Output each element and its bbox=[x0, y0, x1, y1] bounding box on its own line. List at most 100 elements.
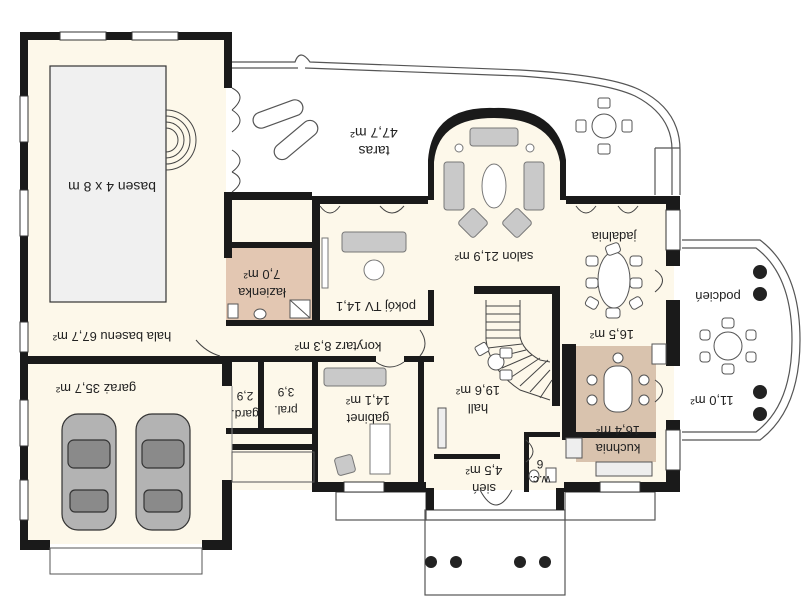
wall bbox=[404, 356, 434, 362]
kitchen-table bbox=[565, 343, 667, 477]
kuchnia-area: 16,4 m² bbox=[595, 423, 640, 438]
hall-area: 19,6 m² bbox=[455, 383, 500, 398]
kuchnia-name: kuchnia bbox=[595, 441, 641, 456]
column-icon bbox=[514, 556, 526, 568]
terrace-table bbox=[575, 97, 633, 155]
wall bbox=[232, 192, 312, 200]
column-icon bbox=[539, 556, 551, 568]
wall bbox=[562, 344, 576, 440]
label-garaz: garaż 35,7 m² bbox=[55, 381, 136, 396]
wall bbox=[226, 320, 318, 326]
armchair bbox=[502, 208, 532, 238]
room-labels: basen 4 x 8 m hala basenu 67,7 m² taras … bbox=[52, 125, 741, 496]
wall bbox=[312, 362, 318, 490]
round-table-icon bbox=[713, 331, 743, 361]
tv-room-furniture bbox=[321, 231, 407, 289]
wall bbox=[312, 196, 428, 204]
lazienka-name: łazienka bbox=[237, 285, 285, 300]
pral-name: pral. bbox=[274, 403, 297, 417]
label-gard: gard. 2,9 bbox=[231, 389, 258, 421]
pool-water bbox=[49, 65, 167, 303]
lounger-icon bbox=[273, 119, 319, 161]
wall bbox=[556, 488, 564, 510]
label-sien: sień 4,5 m² bbox=[465, 463, 503, 496]
label-podcien-area: 11,0 m² bbox=[690, 393, 734, 408]
wall bbox=[222, 364, 232, 386]
column-icon bbox=[753, 265, 767, 279]
car-icon bbox=[61, 413, 117, 531]
column-icon bbox=[450, 556, 462, 568]
wall bbox=[222, 480, 232, 550]
wall bbox=[258, 362, 264, 432]
walls bbox=[20, 32, 680, 550]
toilet-icon bbox=[253, 308, 267, 320]
gard-name: gard. bbox=[231, 407, 258, 421]
toilet-icon bbox=[528, 469, 540, 483]
terrace bbox=[232, 54, 681, 195]
podcien-columns bbox=[753, 265, 767, 421]
wall bbox=[20, 356, 232, 364]
loungers bbox=[252, 99, 319, 161]
sien-area: 4,5 m² bbox=[465, 463, 503, 478]
label-pral: pral. 3,9 bbox=[274, 385, 297, 417]
porch-columns bbox=[425, 556, 551, 568]
round-table-icon bbox=[591, 113, 617, 139]
round-table-icon bbox=[597, 251, 631, 309]
wall bbox=[428, 290, 434, 326]
bathroom-fixtures bbox=[227, 299, 557, 483]
doors bbox=[195, 87, 663, 506]
wall bbox=[232, 444, 312, 450]
sofa-icon bbox=[469, 127, 519, 147]
wall bbox=[524, 432, 560, 437]
column-icon bbox=[753, 287, 767, 301]
lounger-icon bbox=[252, 99, 304, 129]
wall bbox=[202, 540, 232, 550]
pral-area: 3,9 bbox=[277, 385, 294, 399]
wall bbox=[426, 488, 434, 510]
label-kuchnia: kuchnia 16,4 m² bbox=[595, 423, 641, 456]
label-jadalnia-area: 16,5 m² bbox=[589, 327, 634, 342]
wall bbox=[562, 432, 656, 438]
gabinet-name: gabinet bbox=[346, 411, 389, 426]
sofa-icon bbox=[523, 161, 545, 211]
sofa-icon bbox=[341, 231, 407, 253]
label-korytarz: korytarz 8,3 m² bbox=[294, 339, 381, 354]
label-pokoj-tv: pokój TV 14,1 bbox=[336, 299, 416, 314]
windows bbox=[19, 31, 681, 521]
wall bbox=[666, 300, 680, 366]
label-lazienka: łazienka 7,0 m² bbox=[237, 267, 285, 300]
column-icon bbox=[753, 407, 767, 421]
wall bbox=[226, 428, 316, 434]
sofa-icon bbox=[443, 161, 465, 211]
dining-table bbox=[584, 242, 644, 319]
gabinet-furniture bbox=[323, 367, 391, 476]
floor-fills bbox=[28, 40, 674, 544]
car-icon bbox=[135, 413, 191, 531]
wall bbox=[226, 356, 376, 362]
wall bbox=[566, 196, 666, 204]
wc-area: 6 bbox=[536, 457, 543, 471]
sofa-icon bbox=[323, 367, 387, 387]
gabinet-area: 14,1 m² bbox=[345, 393, 390, 408]
label-hala-basenu: hala basenu 67,7 m² bbox=[52, 329, 171, 344]
side-steps bbox=[231, 451, 315, 483]
label-podcien: podcień bbox=[695, 289, 741, 304]
salon-furniture bbox=[443, 127, 545, 238]
column-icon bbox=[425, 556, 437, 568]
hall-furniture bbox=[437, 341, 513, 449]
round-table-icon bbox=[603, 365, 633, 413]
column-icon bbox=[753, 385, 767, 399]
entrance-porch bbox=[335, 491, 656, 596]
garage-apron bbox=[49, 547, 203, 575]
wall bbox=[20, 540, 50, 550]
taras-name: taras bbox=[358, 143, 389, 159]
label-basen: basen 4 x 8 m bbox=[68, 179, 156, 195]
wall bbox=[474, 286, 558, 294]
podcien-outline bbox=[682, 239, 801, 441]
wall bbox=[418, 362, 424, 490]
podcien-table bbox=[699, 317, 757, 375]
wall bbox=[434, 454, 500, 459]
round-table-icon bbox=[363, 259, 385, 281]
wc-name: w.c. bbox=[530, 473, 552, 487]
